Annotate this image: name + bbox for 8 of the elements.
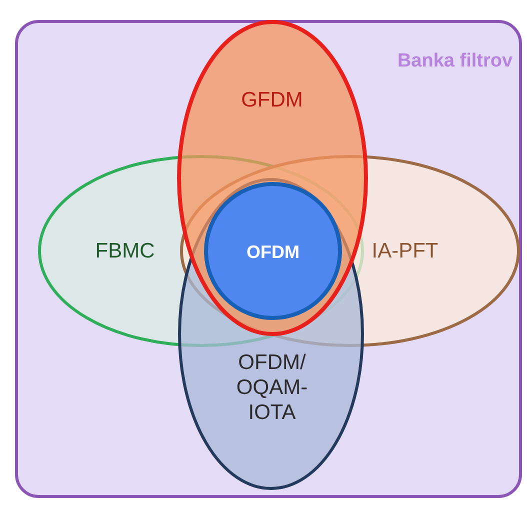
- region-label: IA-PFT: [372, 238, 438, 264]
- panel: [15, 20, 522, 498]
- circle-region: [204, 182, 342, 320]
- region-label: OFDM: [246, 242, 300, 264]
- panel-title: Banka filtrov: [397, 50, 513, 74]
- region-label: GFDM: [241, 87, 303, 113]
- region-label: FBMC: [95, 238, 155, 264]
- region-label: OFDM/ OQAM- IOTA: [235, 350, 309, 426]
